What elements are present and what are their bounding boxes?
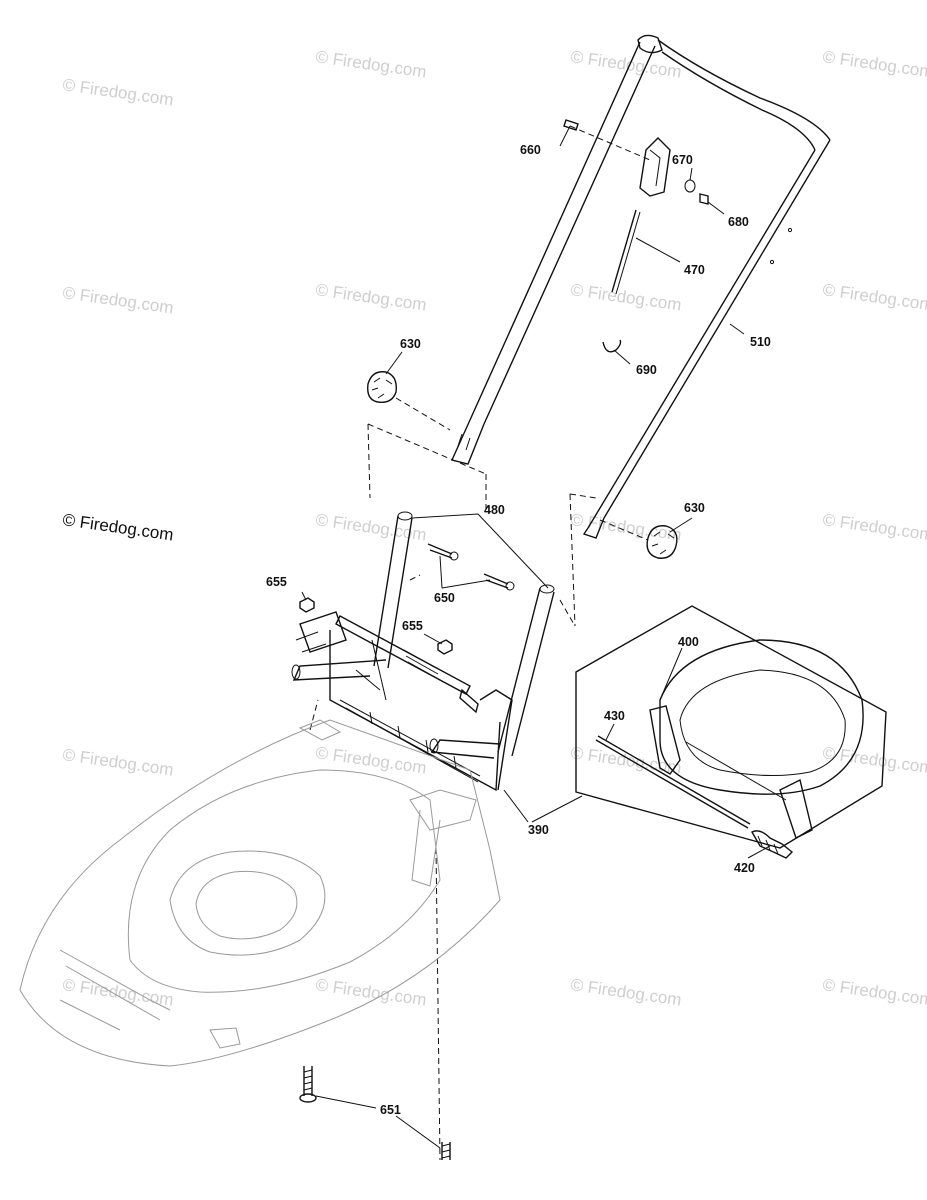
lower-handle-480: [291, 511, 555, 759]
watermark: © Firedog.com: [821, 975, 927, 1009]
rear-flap-390: [295, 611, 513, 792]
part-label-420: 420: [734, 861, 755, 875]
grass-bag-box: [575, 605, 887, 859]
knob-630-right: [646, 525, 678, 559]
leader-lines: [301, 125, 771, 1149]
watermark: © Firedog.com: [61, 283, 174, 317]
bolts-650: [427, 543, 515, 591]
part-label-651: 651: [380, 1103, 401, 1117]
watermark: © Firedog.com: [821, 510, 927, 544]
cable-lever-470: [611, 137, 671, 295]
upper-handle-510: [451, 34, 831, 539]
primary-watermark: © Firedog.com: [61, 510, 174, 544]
knob-630-left: [367, 371, 397, 403]
part-label-680: 680: [728, 215, 749, 229]
watermark: © Firedog.com: [569, 510, 682, 544]
part-label-630-right: 630: [684, 501, 705, 515]
part-label-430: 430: [604, 709, 625, 723]
watermark: © Firedog.com: [314, 975, 427, 1009]
watermark: © Firedog.com: [569, 47, 682, 81]
watermark: © Firedog.com: [314, 47, 427, 81]
screws-651: [299, 1066, 451, 1160]
part-label-660: 660: [520, 143, 541, 157]
watermark: © Firedog.com: [821, 47, 927, 81]
part-label-510: 510: [750, 335, 771, 349]
part-label-400: 400: [678, 635, 699, 649]
part-label-670: 670: [672, 153, 693, 167]
watermark: © Firedog.com: [569, 280, 682, 314]
watermark: © Firedog.com: [314, 280, 427, 314]
watermark: © Firedog.com: [61, 75, 174, 109]
part-label-630-left: 630: [400, 337, 421, 351]
cable-clip-690: [602, 339, 622, 353]
part-label-390: 390: [528, 823, 549, 837]
part-label-655-right: 655: [402, 619, 423, 633]
watermark: © Firedog.com: [569, 975, 682, 1009]
part-label-480: 480: [484, 503, 505, 517]
watermark-group: © Firedog.com © Firedog.com © Firedog.co…: [61, 47, 927, 1009]
watermark: © Firedog.com: [61, 745, 174, 779]
part-label-470: 470: [684, 263, 705, 277]
assembly-dashed-lines: [309, 125, 651, 1161]
mower-deck: [19, 719, 501, 1067]
part-label-655-left: 655: [266, 575, 287, 589]
watermark: © Firedog.com: [821, 743, 927, 777]
watermark: © Firedog.com: [314, 743, 427, 777]
part-label-690: 690: [636, 363, 657, 377]
watermark: © Firedog.com: [569, 743, 682, 777]
part-label-650: 650: [434, 591, 455, 605]
part-labels: 660 670 680 470 510 690 630 630 480 650 …: [266, 143, 771, 1117]
watermark: © Firedog.com: [821, 280, 927, 314]
nuts-655: [299, 597, 453, 655]
